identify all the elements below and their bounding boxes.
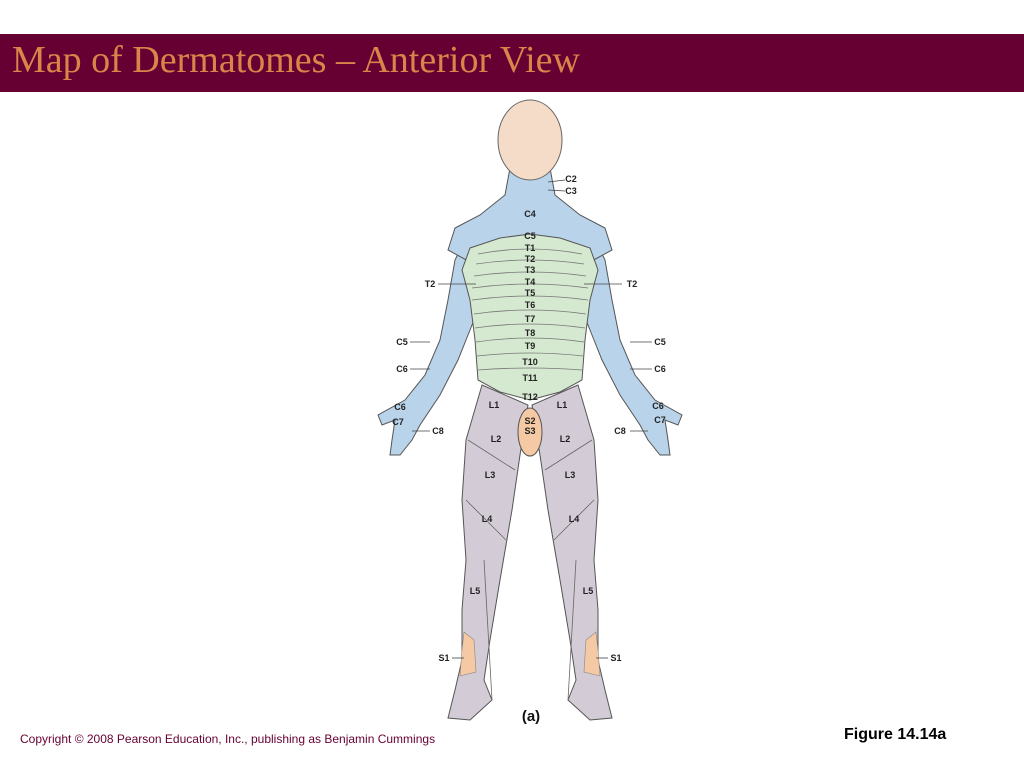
label-c6-hand-left: C6 xyxy=(394,402,406,412)
leg-dermatome-lines xyxy=(465,439,595,701)
label-t4: T4 xyxy=(525,277,536,287)
copyright-notice: Copyright © 2008 Pearson Education, Inc.… xyxy=(20,732,436,746)
label-c8-left: C8 xyxy=(432,426,444,436)
label-s1-right: S1 xyxy=(610,653,621,663)
slide-title: Map of Dermatomes – Anterior View xyxy=(12,39,580,81)
left-leg xyxy=(447,384,529,721)
label-c3: C3 xyxy=(565,186,577,196)
label-c6-right: C6 xyxy=(654,364,666,374)
panel-label: (a) xyxy=(522,708,540,725)
label-t9: T9 xyxy=(525,341,536,351)
head xyxy=(497,99,563,181)
left-arm xyxy=(377,228,483,456)
label-c5-right: C5 xyxy=(654,337,666,347)
s1-patch-left xyxy=(459,631,477,677)
label-c4: C4 xyxy=(524,209,536,219)
label-c8-right: C8 xyxy=(614,426,626,436)
label-t12: T12 xyxy=(522,392,538,402)
label-t3: T3 xyxy=(525,265,536,275)
label-c2: C2 xyxy=(565,174,577,184)
label-s2: S2 xyxy=(524,416,535,426)
right-leg xyxy=(531,384,613,721)
label-l4-right: L4 xyxy=(569,514,580,524)
right-arm xyxy=(577,228,683,456)
label-l2-right: L2 xyxy=(560,434,571,444)
figure-number: Figure 14.14a xyxy=(844,726,947,743)
label-t10: T10 xyxy=(522,357,538,367)
groin-sacral xyxy=(517,407,543,457)
label-t2-left: T2 xyxy=(425,279,436,289)
label-l3-right: L3 xyxy=(565,470,576,480)
label-l1-left: L1 xyxy=(489,400,500,410)
label-l5-right: L5 xyxy=(583,586,594,596)
thoracic-bands xyxy=(471,248,589,371)
label-t2: T2 xyxy=(525,254,536,264)
label-c6-hand-right: C6 xyxy=(652,401,664,411)
label-t6: T6 xyxy=(525,300,536,310)
label-l3-left: L3 xyxy=(485,470,496,480)
label-l1-right: L1 xyxy=(557,400,568,410)
label-t1: T1 xyxy=(525,243,536,253)
s1-patch-right xyxy=(583,631,601,677)
leader-lines xyxy=(410,179,652,659)
label-c6-left: C6 xyxy=(396,364,408,374)
label-t2-right: T2 xyxy=(627,279,638,289)
label-s1-left: S1 xyxy=(438,653,449,663)
label-c7-left: C7 xyxy=(392,417,404,427)
title-bar: Map of Dermatomes – Anterior View xyxy=(0,34,1024,92)
label-c5-left: C5 xyxy=(396,337,408,347)
label-t8: T8 xyxy=(525,328,536,338)
label-t5: T5 xyxy=(525,288,536,298)
torso xyxy=(461,233,599,401)
label-s3: S3 xyxy=(524,426,535,436)
label-l5-left: L5 xyxy=(470,586,481,596)
label-l2-left: L2 xyxy=(491,434,502,444)
label-l4-left: L4 xyxy=(482,514,493,524)
label-t11: T11 xyxy=(522,373,537,383)
label-c7-right: C7 xyxy=(654,415,666,425)
label-c5: C5 xyxy=(524,231,536,241)
label-t7: T7 xyxy=(525,314,536,324)
